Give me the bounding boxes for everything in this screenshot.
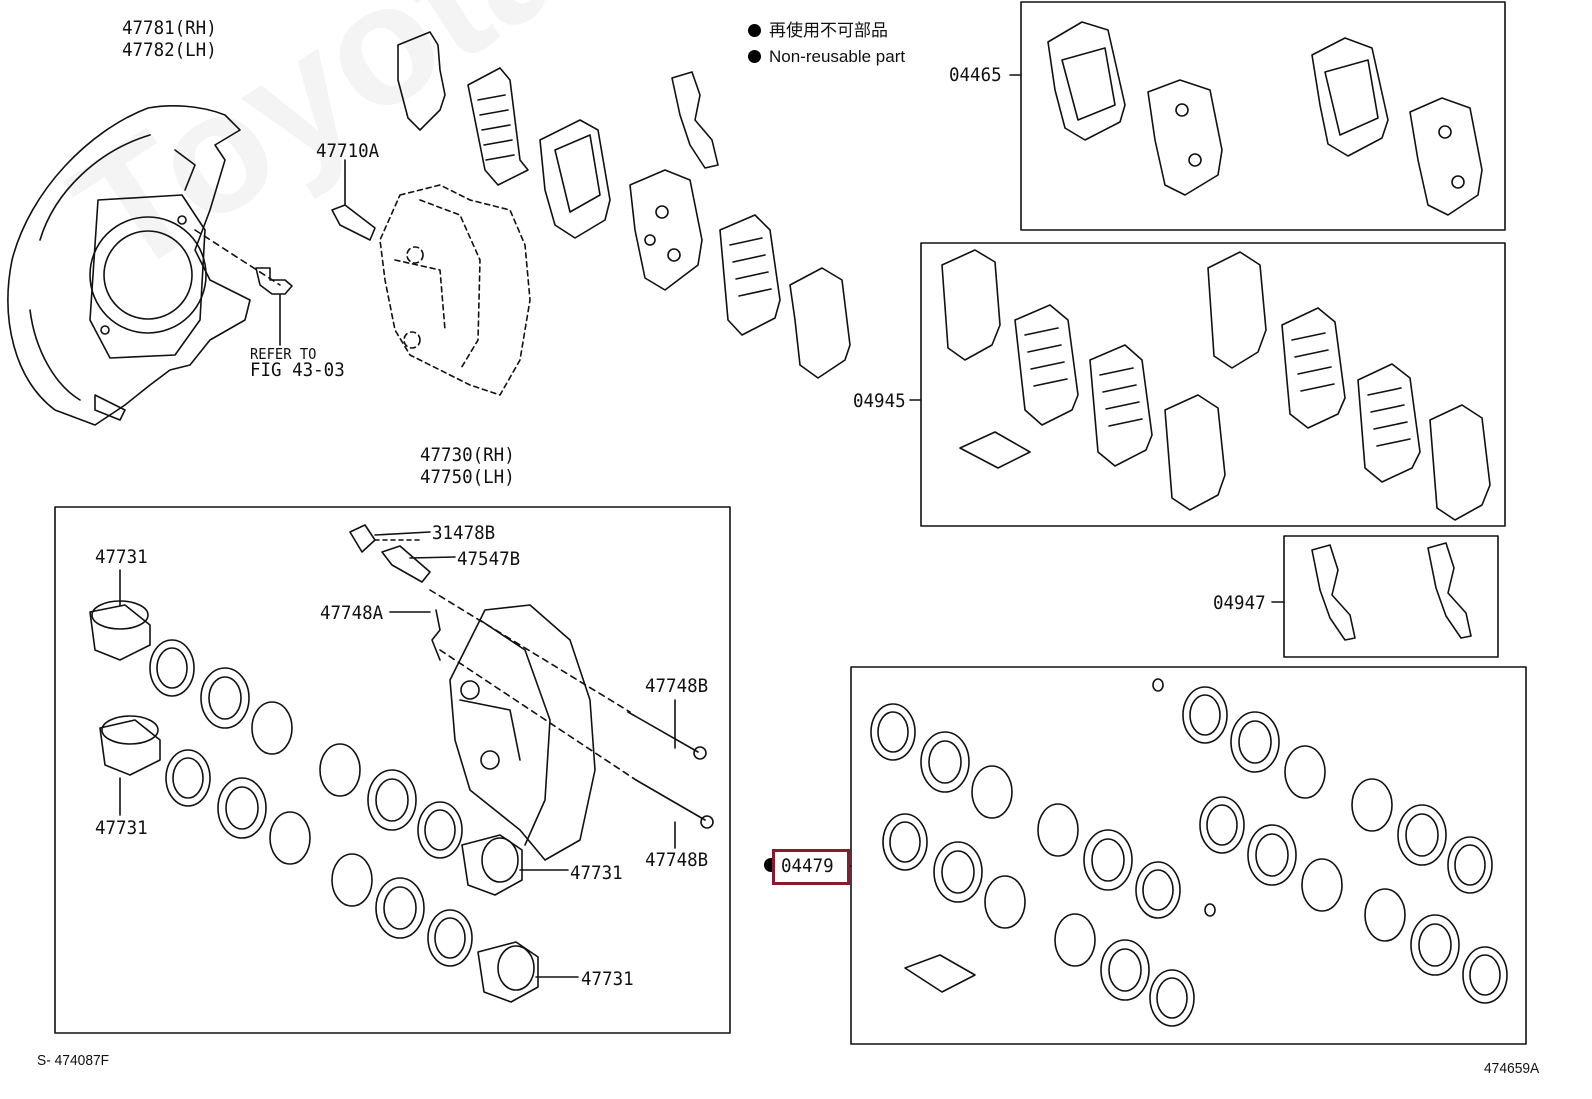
label-refer-line2: FIG 43-03 <box>250 359 345 381</box>
non-reusable-dot-icon <box>748 24 761 37</box>
label-piston-b[interactable]: 47731 <box>95 817 148 839</box>
label-kit-shims[interactable]: 04945 <box>853 390 906 412</box>
label-piston-a[interactable]: 47731 <box>95 546 148 568</box>
dust-shield <box>7 105 251 426</box>
shield-dash <box>194 229 281 286</box>
kit-04479-parts <box>870 678 1508 1027</box>
label-pin-upper[interactable]: 47748B <box>645 675 709 697</box>
label-pin-lower[interactable]: 47748B <box>645 849 709 871</box>
label-mount-bolt[interactable]: 47710A <box>316 140 380 162</box>
highlight-kit-seals[interactable]: 04479 <box>772 849 850 885</box>
legend: 再使用不可部品 Non-reusable part <box>748 18 905 70</box>
kit-04947-parts <box>1311 542 1472 641</box>
code-right: 474659A <box>1484 1060 1540 1077</box>
kit-04465-parts <box>1047 21 1483 216</box>
shield-bolt <box>255 267 293 295</box>
label-kit-springs[interactable]: 04947 <box>1213 592 1266 614</box>
caliper-upper <box>379 184 531 396</box>
legend-ja: 再使用不可部品 <box>748 18 905 44</box>
pad-kit-box <box>1020 1 1506 231</box>
mount-bolt <box>331 204 376 241</box>
upper-pads <box>397 31 851 379</box>
label-cap[interactable]: 31478B <box>432 522 496 544</box>
label-piston-c[interactable]: 47731 <box>570 862 623 884</box>
seal-kit-box <box>850 666 1527 1045</box>
caliper-assy-box <box>54 506 731 1034</box>
caliper-assy-parts <box>89 524 714 1003</box>
shim-kit-box <box>920 242 1506 527</box>
label-bleeder[interactable]: 47547B <box>457 548 521 570</box>
label-caliper-rh[interactable]: 47730(RH) <box>420 444 515 466</box>
label-kit-seals[interactable]: 04479 <box>781 855 834 877</box>
label-kit-pads[interactable]: 04465 <box>949 64 1002 86</box>
non-reusable-dot-icon <box>748 50 761 63</box>
label-refer-line1: REFER TO <box>250 345 317 363</box>
kit-04945-parts <box>941 249 1491 521</box>
spring-kit-box <box>1283 535 1499 658</box>
label-dust-shield-lh[interactable]: 47782(LH) <box>122 39 217 61</box>
label-caliper-lh[interactable]: 47750(LH) <box>420 466 515 488</box>
label-dust-shield-rh[interactable]: 47781(RH) <box>122 17 217 39</box>
label-pin-clip[interactable]: 47748A <box>320 602 384 624</box>
label-piston-d[interactable]: 47731 <box>581 968 634 990</box>
legend-en: Non-reusable part <box>748 44 905 70</box>
code-left: S- 474087F <box>37 1052 110 1069</box>
